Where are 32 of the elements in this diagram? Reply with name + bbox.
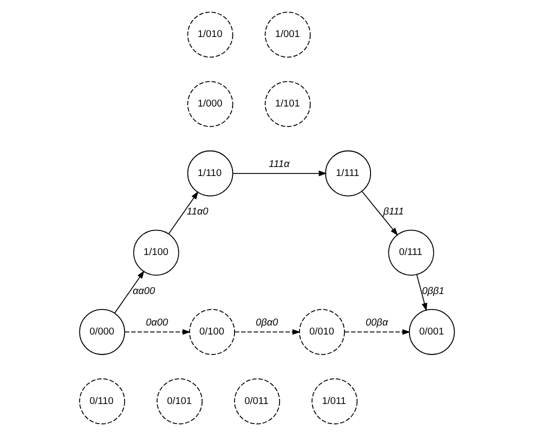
node-circle: 1/000 xyxy=(187,81,234,127)
arrow xyxy=(362,191,398,236)
node-circle: 1/100 xyxy=(133,230,180,276)
node-circle: 0/000 xyxy=(79,309,126,355)
node-circle: 0/100 xyxy=(189,309,236,355)
node-circle: 1/110 xyxy=(187,150,234,196)
edge-label: αα00 xyxy=(132,286,156,297)
node-circle: 0/111 xyxy=(388,230,434,276)
arrow xyxy=(234,329,301,335)
edge-label: 111α xyxy=(268,158,290,170)
arrow xyxy=(344,329,410,335)
node-circle: 0/011 xyxy=(234,378,280,424)
node-circle: 0/001 xyxy=(408,309,455,355)
arrow xyxy=(232,170,327,176)
node-circle: 1/001 xyxy=(264,12,311,58)
arrow xyxy=(416,274,428,312)
edge-label: 0ββ1 xyxy=(422,286,444,297)
node-circle: 1/111 xyxy=(325,150,372,196)
node-circle: 0/110 xyxy=(79,378,126,424)
edge-label: 0βα0 xyxy=(256,317,278,328)
node-circle: 0/101 xyxy=(156,378,203,424)
edge-label: 00βα xyxy=(366,317,388,328)
arrow xyxy=(114,270,144,314)
edge-label: 11α0 xyxy=(186,206,208,218)
node-circle: 0/010 xyxy=(298,309,345,355)
edge-label: 0α00 xyxy=(146,317,168,328)
edge-label: β111 xyxy=(383,206,404,218)
node-circle: 1/101 xyxy=(264,81,311,127)
arrow xyxy=(124,329,191,335)
arrow xyxy=(168,191,198,234)
node-circle: 1/011 xyxy=(312,378,358,424)
node-circle: 1/010 xyxy=(187,12,234,58)
